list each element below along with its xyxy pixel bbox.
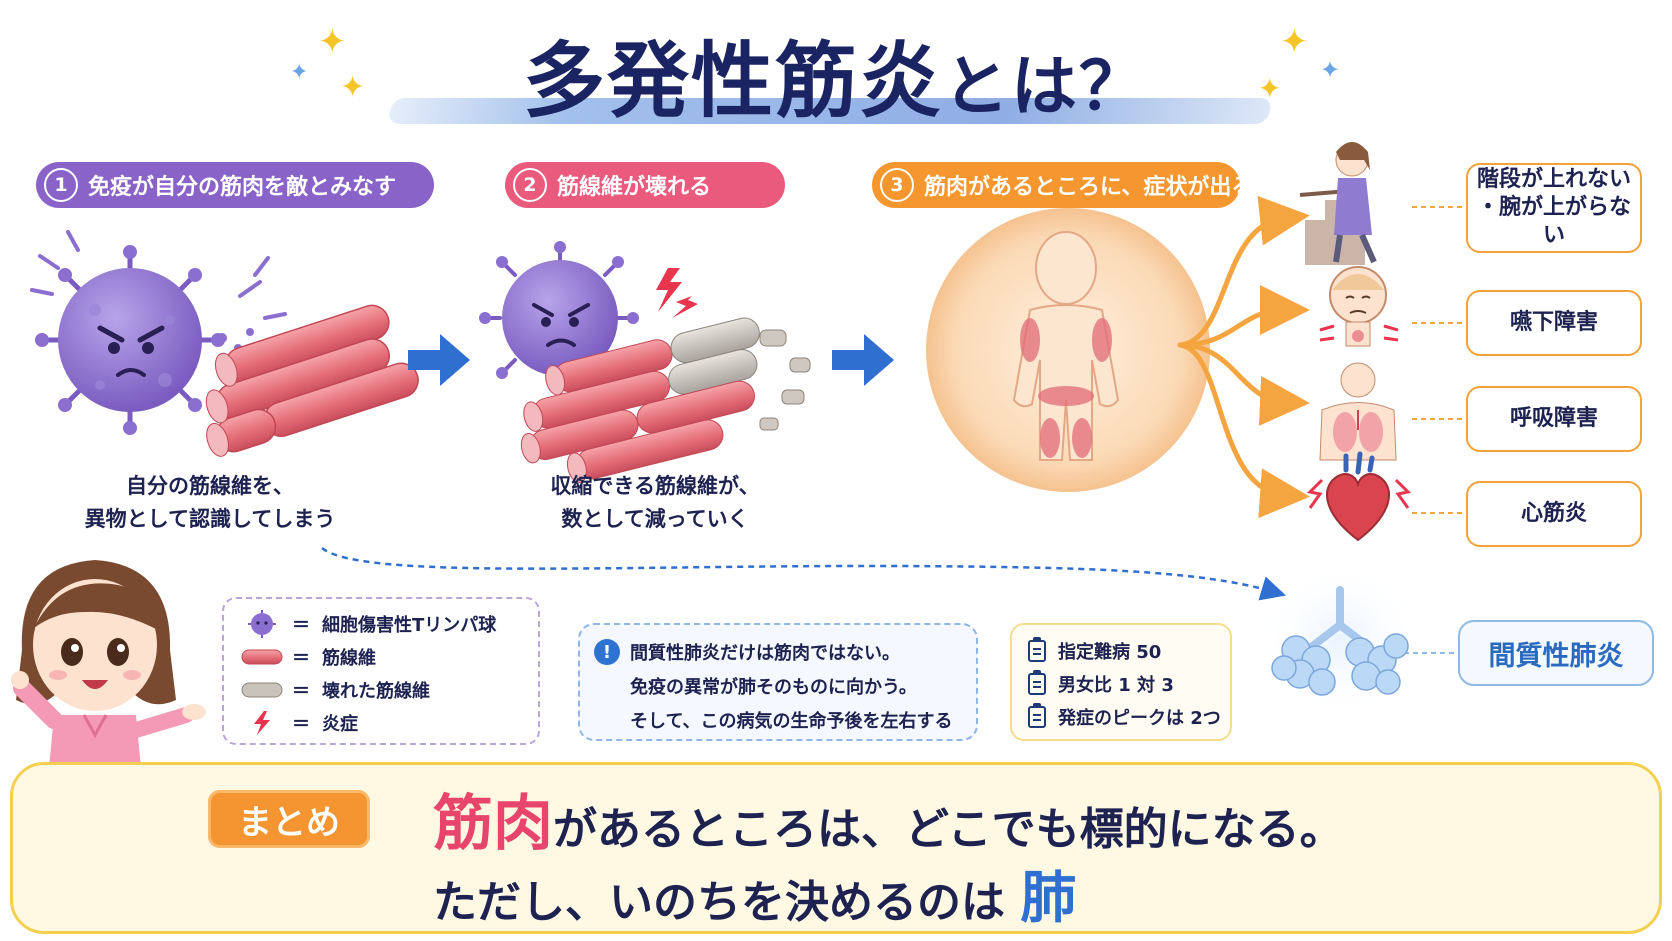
- exclamation-icon: !: [594, 639, 620, 665]
- interstitial-note-box: ! 間質性肺炎だけは筋肉ではない。 免疫の異常が肺そのものに向かう。 そして、こ…: [578, 623, 978, 741]
- sparkle-icon: ✦: [340, 70, 366, 105]
- fact-item: 指定難病 50: [1028, 637, 1161, 665]
- lung-link-arrow: [321, 547, 1286, 601]
- caption-line: 自分の筋線維を、: [126, 474, 294, 498]
- fact-item: 男女比 1 対 3: [1028, 670, 1174, 698]
- caption-line: 収縮できる筋線維が、: [550, 474, 760, 498]
- symptom-text: 心筋炎: [1520, 501, 1587, 526]
- fact-item: 発症のピークは 2つ: [1028, 703, 1221, 731]
- symptom-box-respiratory: 呼吸障害: [1466, 386, 1642, 452]
- step-2-label: 筋線維が壊れる: [557, 175, 712, 200]
- sparkle-icon: ✦: [1280, 22, 1309, 62]
- fact-text: 発症のピークは 2つ: [1058, 708, 1221, 729]
- summary-text: があるところは、どこでも標的になる。: [553, 804, 1344, 855]
- symptom-box-myocarditis: 心筋炎: [1466, 481, 1642, 547]
- connector-lines: [1412, 206, 1464, 514]
- symptom-text: 嚥下障害: [1509, 310, 1598, 335]
- caption-line: 数として減っていく: [561, 507, 749, 531]
- title-area: 多発性筋炎とは？: [387, 14, 1273, 133]
- lungs-person-icon: [1319, 362, 1397, 461]
- sparkle-icon: ✦: [290, 60, 309, 85]
- broken-fiber-bundle: [520, 317, 760, 483]
- note-line: 免疫の異常が肺そのものに向かう。: [630, 677, 917, 698]
- legend-equals: ＝: [292, 648, 310, 669]
- muscle-fiber-bundle: [205, 304, 419, 457]
- legend-label: 炎症: [322, 714, 358, 735]
- summary-line-2: ただし、いのちを決めるのは 肺: [433, 853, 1076, 934]
- lung-disease-label: 間質性肺炎: [1488, 640, 1624, 672]
- clipboard-icon: [1028, 670, 1046, 695]
- legend-row: ＝ 細胞傷害性Tリンパ球: [240, 609, 496, 639]
- debris-icon: [759, 329, 811, 431]
- broken-fiber-icon: [241, 682, 283, 698]
- lymphocyte-icon: [248, 610, 276, 638]
- step-2-pill: 2 筋線維が壊れる: [505, 162, 785, 208]
- legend-row: ＝ 壊れた筋線維: [240, 675, 430, 705]
- legend-equals: ＝: [292, 615, 310, 636]
- title-main: 多発性筋炎: [522, 34, 943, 129]
- lightning-icon: [656, 268, 698, 318]
- symptom-text: 呼吸障害: [1509, 406, 1598, 431]
- step-1-number: 1: [44, 168, 78, 202]
- lymphocyte-icon: [479, 241, 639, 379]
- summary-panel: まとめ 筋肉があるところは、どこでも標的になる。 ただし、いのちを決めるのは 肺: [10, 762, 1662, 934]
- legend-box: ＝ 細胞傷害性Tリンパ球 ＝ 筋線維 ＝ 壊れた筋線維 ＝ 炎症: [222, 597, 540, 745]
- step-3-pill: 3 筋肉があるところに、症状が出る: [872, 162, 1253, 208]
- clipboard-icon: [1028, 637, 1046, 662]
- fact-text: 指定難病 50: [1058, 642, 1162, 663]
- step-1-caption: 自分の筋線維を、 異物として認識してしまう: [60, 470, 360, 536]
- note-line: そして、この病気の生命予後を左右する: [630, 711, 953, 732]
- lightning-icon: [254, 711, 270, 735]
- legend-row: ＝ 筋線維: [240, 642, 376, 672]
- alveoli-icon: [1262, 562, 1418, 718]
- step-3-number: 3: [880, 168, 914, 202]
- arrow-right-icon: [408, 334, 470, 386]
- note-line: 間質性肺炎だけは筋肉ではない。: [630, 643, 900, 664]
- step-2-number: 2: [513, 168, 547, 202]
- symptom-text: ・腕が上がらない: [1476, 195, 1631, 248]
- legend-row: ＝ 炎症: [240, 708, 358, 738]
- step-2-caption: 収縮できる筋線維が、 数として減っていく: [505, 470, 805, 536]
- heart-icon: [1306, 451, 1412, 542]
- page-title: 多発性筋炎とは？: [400, 14, 1270, 133]
- legend-label: 細胞傷害性Tリンパ球: [322, 615, 497, 636]
- summary-highlight-lung: 肺: [1020, 866, 1077, 931]
- sparkle-icon: ✦: [1258, 72, 1282, 105]
- step-1-pill: 1 免疫が自分の筋肉を敵とみなす: [36, 162, 434, 208]
- step-1-label: 免疫が自分の筋肉を敵とみなす: [88, 175, 397, 200]
- summary-badge: まとめ: [208, 790, 370, 848]
- clipboard-icon: [1028, 703, 1046, 728]
- swallow-face-icon: [1319, 266, 1399, 347]
- caption-line: 異物として認識してしまう: [84, 507, 336, 531]
- fact-text: 男女比 1 対 3: [1058, 675, 1174, 696]
- title-suffix: とは？: [943, 48, 1147, 125]
- legend-equals: ＝: [292, 681, 310, 702]
- symptom-box-limb-weakness: 階段が上れない ・腕が上がらない: [1466, 163, 1642, 253]
- summary-line-1: 筋肉があるところは、どこでも標的になる。: [433, 775, 1344, 862]
- lymphocyte-icon: [35, 245, 225, 435]
- symptom-text: 階段が上れない: [1476, 167, 1631, 192]
- muscle-fiber-icon: [241, 649, 283, 665]
- arrow-right-icon: [832, 334, 894, 386]
- branch-arrows: [1177, 195, 1310, 519]
- step-3-label: 筋肉があるところに、症状が出る: [924, 175, 1254, 200]
- stairs-person-icon: [1299, 142, 1377, 265]
- summary-highlight-muscle: 筋肉: [433, 789, 553, 859]
- lung-disease-box: 間質性肺炎: [1458, 620, 1654, 686]
- legend-equals: ＝: [292, 714, 310, 735]
- legend-label: 壊れた筋線維: [322, 681, 430, 702]
- alert-lines-icon: [30, 230, 287, 320]
- sparkle-icon: ✦: [1320, 56, 1341, 84]
- body-diagram: [926, 208, 1210, 492]
- sparkle-icon: ✦: [318, 22, 347, 62]
- legend-label: 筋線維: [322, 648, 376, 669]
- facts-box: 指定難病 50 男女比 1 対 3 発症のピークは 2つ: [1010, 623, 1232, 741]
- summary-text: ただし、いのちを決めるのは: [433, 877, 1005, 928]
- symptom-box-dysphagia: 嚥下障害: [1466, 290, 1642, 356]
